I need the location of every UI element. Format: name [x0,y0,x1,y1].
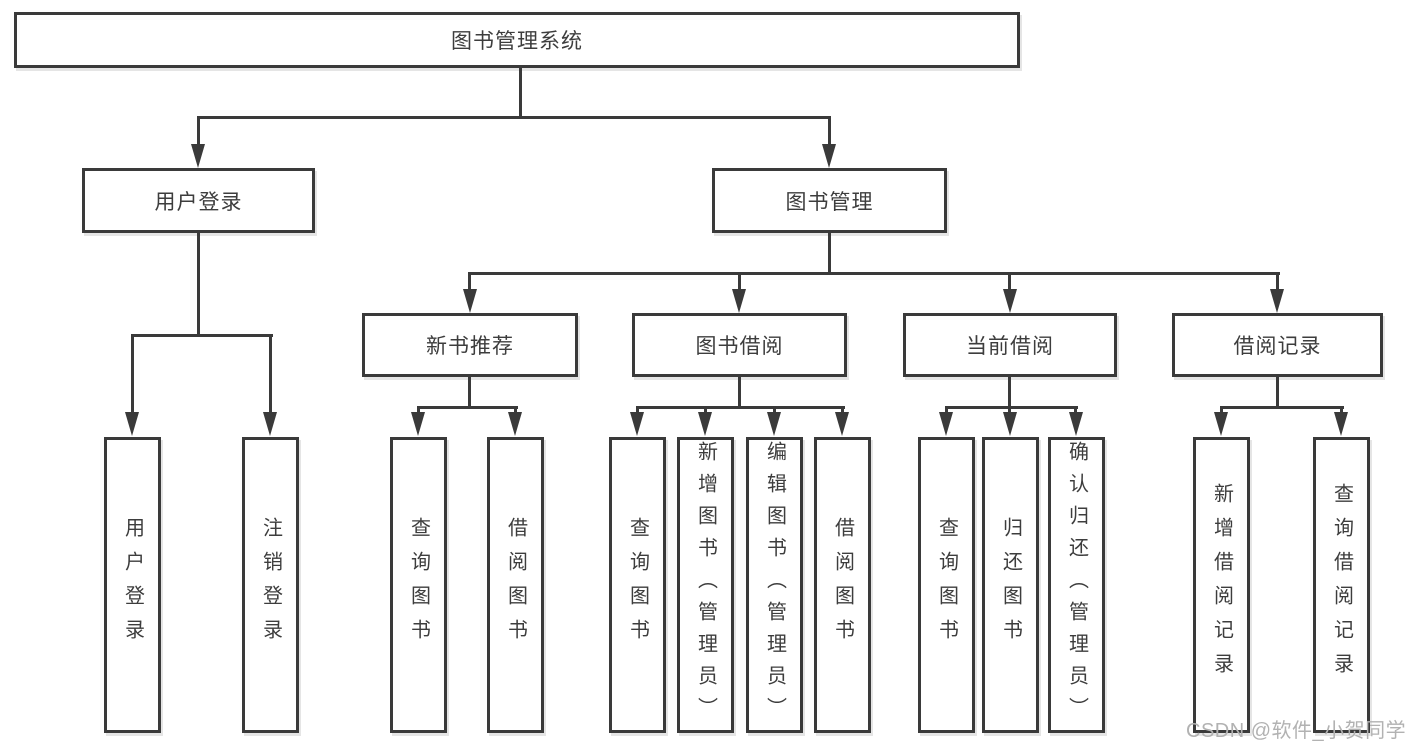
leaf-edit-book-admin-label: 编辑图书（管理员） [763,441,786,729]
connector-h [1220,406,1344,409]
node-root-label: 图书管理系统 [451,30,583,53]
connector-v [1008,272,1011,294]
node-new-book-recommend-label: 新书推荐 [426,335,514,358]
arrowhead-down [191,144,205,168]
connector-h [468,272,1280,275]
leaf-user-login: 用户登录 [104,437,161,733]
arrowhead-down [698,412,712,436]
leaf-add-book-admin: 新增图书（管理员） [677,437,734,733]
connector-v [738,272,741,294]
leaf-logout-login-label: 注销登录 [259,517,282,653]
connector-v [704,406,707,416]
arrowhead-down [1003,412,1017,436]
leaf-user-login-label: 用户登录 [121,517,144,653]
leaf-confirm-return-admin-label: 确认归还（管理员） [1065,441,1088,729]
connector-v [131,334,134,414]
leaf-query-book-newbooks: 查询图书 [390,437,447,733]
leaf-confirm-return-admin: 确认归还（管理员） [1048,437,1105,733]
node-user-login: 用户登录 [82,168,315,233]
leaf-add-borrow-record: 新增借阅记录 [1193,437,1250,733]
leaf-logout-login: 注销登录 [242,437,299,733]
connector-h [636,406,845,409]
arrowhead-down [1334,412,1348,436]
connector-v [1008,377,1011,409]
connector-v [738,377,741,409]
arrowhead-down [1069,412,1083,436]
connector-v [197,233,200,337]
leaf-add-book-admin-label: 新增图书（管理员） [694,441,717,729]
connector-v [773,406,776,416]
leaf-edit-book-admin: 编辑图书（管理员） [746,437,803,733]
leaf-return-book-label: 归还图书 [999,517,1022,653]
arrowhead-down [1003,289,1017,313]
leaf-return-book: 归还图书 [982,437,1039,733]
connector-v [1008,406,1011,416]
arrowhead-down [508,412,522,436]
connector-h [945,406,1078,409]
node-borrow-records-label: 借阅记录 [1233,335,1322,358]
leaf-borrow-book-label: 借阅图书 [831,517,854,653]
connector-v [1340,406,1343,416]
node-current-borrow: 当前借阅 [903,313,1117,377]
connector-v [514,406,517,416]
node-book-borrow-label: 图书借阅 [695,335,784,358]
arrowhead-down [125,412,139,436]
arrowhead-down [822,144,836,168]
leaf-query-borrow-record: 查询借阅记录 [1313,437,1370,733]
connector-v [1220,406,1223,416]
connector-v [269,334,272,414]
arrowhead-down [630,412,644,436]
connector-v [1074,406,1077,416]
connector-v [828,116,831,148]
watermark: CSDN @软件_小贺同学 [1186,720,1405,742]
connector-h [417,406,518,409]
leaf-query-borrow-record-label: 查询借阅记录 [1330,483,1353,687]
connector-v [519,66,522,119]
arrowhead-down [1270,289,1284,313]
leaf-borrow-book-newbooks-label: 借阅图书 [504,517,527,653]
arrowhead-down [732,289,746,313]
node-user-login-label: 用户登录 [154,190,243,214]
node-current-borrow-label: 当前借阅 [966,335,1054,358]
leaf-borrow-book-newbooks: 借阅图书 [487,437,544,733]
connector-v [1276,377,1279,409]
connector-v [197,116,200,148]
connector-v [468,272,471,294]
leaf-query-book-current-label: 查询图书 [935,517,958,653]
node-book-management-label: 图书管理 [785,190,874,214]
arrowhead-down [835,412,849,436]
node-new-book-recommend: 新书推荐 [362,313,578,377]
connector-v [417,406,420,416]
connector-v [828,233,831,275]
arrowhead-down [463,289,477,313]
arrowhead-down [1214,412,1228,436]
connector-v [468,377,471,409]
leaf-borrow-book: 借阅图书 [814,437,871,733]
node-book-borrow: 图书借阅 [632,313,847,377]
connector-h [131,334,273,337]
connector-h [197,116,831,119]
leaf-query-book-newbooks-label: 查询图书 [407,517,430,653]
connector-v [945,406,948,416]
arrowhead-down [939,412,953,436]
node-book-management: 图书管理 [712,168,947,233]
leaf-query-book-borrow-label: 查询图书 [626,517,649,653]
leaf-query-book-borrow: 查询图书 [609,437,666,733]
node-borrow-records: 借阅记录 [1172,313,1383,377]
arrowhead-down [263,412,277,436]
arrowhead-down [411,412,425,436]
arrowhead-down [767,412,781,436]
leaf-query-book-current: 查询图书 [918,437,975,733]
leaf-add-borrow-record-label: 新增借阅记录 [1210,483,1233,687]
connector-v [636,406,639,416]
connector-v [1276,272,1279,294]
node-root: 图书管理系统 [14,12,1020,68]
connector-v [841,406,844,416]
